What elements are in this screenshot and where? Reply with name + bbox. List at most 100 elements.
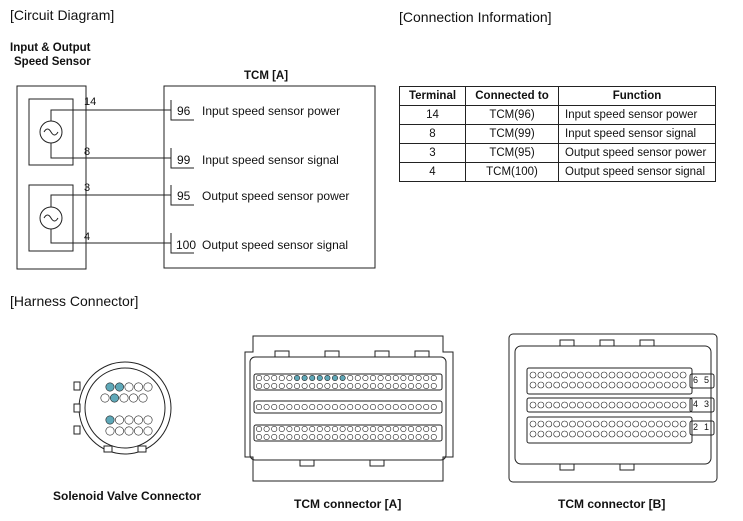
- tcm-b-pin: [569, 401, 576, 409]
- solenoid-pin: [124, 382, 134, 392]
- tcm-bracket-95: [170, 185, 194, 206]
- tcm-a-pin: [286, 425, 293, 432]
- tcm-a-pin: [430, 382, 437, 389]
- tcm-a-pin: [369, 403, 376, 410]
- tcm-b-pin: [616, 371, 624, 379]
- tcm-a-pin: [407, 374, 414, 381]
- tcm-b-pin: [545, 371, 553, 379]
- tcm-b-pin: [663, 371, 671, 379]
- tcm-a-pin: [385, 403, 392, 410]
- tcm-b-pin: [632, 420, 640, 428]
- tcm-b-pin: [648, 420, 655, 428]
- tcm-b-side-pin: 2: [693, 422, 699, 432]
- tcm-a-pin: [377, 374, 384, 381]
- solenoid-tab: [103, 445, 113, 453]
- tcm-a-pin: [347, 382, 354, 389]
- tcm-b-pin: [561, 371, 568, 379]
- tcm-b-pin: [656, 430, 663, 438]
- tcm-a-pin: [271, 382, 278, 389]
- tcm-a-pin: [415, 374, 422, 381]
- tcm-a-pin: [385, 425, 392, 432]
- tcm-a-pin: [400, 425, 407, 432]
- tcm-a-pin: [278, 382, 285, 389]
- tcm-a-pin: [316, 382, 323, 389]
- wire-14: [50, 109, 171, 121]
- solenoid-tab: [137, 445, 147, 453]
- tcm-a-pin: [309, 433, 316, 440]
- solenoid-pin: [110, 393, 120, 403]
- tcm-a-pin: [316, 374, 323, 381]
- tcm-a-pin: [331, 403, 338, 410]
- tcm-a-pin: [263, 403, 270, 410]
- solenoid-pin: [134, 415, 144, 425]
- tcm-b-pin: [537, 401, 545, 409]
- tcm-bracket-100: [170, 233, 194, 254]
- tcm-a-pin: [301, 382, 308, 389]
- tcm-a-row-top: [253, 373, 443, 391]
- solenoid-pin: [134, 382, 144, 392]
- tcm-b-pin: [656, 401, 663, 409]
- tcm-b-pin: [553, 371, 561, 379]
- wire-4: [50, 229, 171, 244]
- tcm-b-pin: [679, 371, 687, 379]
- tcm-a-pin: [415, 382, 422, 389]
- tcm-b-pin: [529, 420, 537, 428]
- tcm-b-pin: [648, 381, 655, 389]
- tcm-a-pin: [278, 403, 285, 410]
- tcm-pin-99: 99: [177, 153, 191, 167]
- tcm-a-pin: [324, 374, 331, 381]
- tcm-b-pin: [671, 420, 679, 428]
- tcm-a-pin: [278, 433, 285, 440]
- tcm-a-connector-caption: TCM connector [A]: [294, 497, 402, 511]
- tcm-a-pin: [301, 433, 308, 440]
- wire-3: [50, 194, 171, 207]
- sensor-title-line2: Speed Sensor: [14, 56, 91, 68]
- tcm-b-pin: [584, 381, 592, 389]
- circuit-diagram-heading: [Circuit Diagram]: [10, 7, 115, 23]
- tcm-b-row-mid: [526, 397, 693, 413]
- tcm-a-pin: [415, 403, 422, 410]
- tcm-b-pin: [632, 401, 640, 409]
- tcm-b-pin: [640, 381, 647, 389]
- table-row: 3 TCM(95) Output speed sensor power: [399, 143, 716, 163]
- solenoid-inner-ring: [84, 367, 166, 449]
- tcm-a-pin: [339, 425, 346, 432]
- tcm-b-pin: [577, 401, 584, 409]
- tcm-a-pin: [347, 403, 354, 410]
- tcm-a-pin: [407, 382, 414, 389]
- tcm-b-pin: [577, 420, 584, 428]
- sensor-pin-8: 8: [84, 146, 91, 158]
- tcm-b-pin: [545, 420, 553, 428]
- tcm-a-pin: [309, 425, 316, 432]
- tcm-a-pin: [362, 433, 369, 440]
- input-sensor-box: [28, 98, 74, 166]
- table-cell-connected: TCM(99): [465, 124, 559, 144]
- tcm-b-pin: [671, 381, 679, 389]
- tcm-a-inner: [249, 356, 447, 461]
- tcm-b-pin: [632, 371, 640, 379]
- tcm-a-pin: [255, 403, 262, 410]
- sensor-pin-4: 4: [84, 231, 91, 243]
- tcm-a-pin: [255, 425, 262, 432]
- solenoid-pin: [124, 426, 134, 436]
- tcm-b-pin: [600, 430, 608, 438]
- tcm-a-pin: [331, 374, 338, 381]
- tcm-b-pin: [656, 420, 663, 428]
- tcm-pin-100: 100: [176, 238, 197, 252]
- tcm-bracket-96: [170, 100, 194, 121]
- tcm-b-connector-caption: TCM connector [B]: [558, 497, 666, 511]
- solenoid-pin: [138, 393, 148, 403]
- solenoid-connector-caption: Solenoid Valve Connector: [53, 489, 202, 503]
- tcm-b-pin: [679, 401, 687, 409]
- solenoid-tab: [73, 381, 81, 391]
- tcm-a-pin: [347, 425, 354, 432]
- tcm-b-pin: [577, 430, 584, 438]
- tcm-b-pin: [561, 420, 568, 428]
- tcm-b-pin: [679, 430, 687, 438]
- tcm-a-pin: [369, 374, 376, 381]
- tcm-b-pin: [537, 371, 545, 379]
- tcm-b-pin: [584, 371, 592, 379]
- solenoid-pin: [105, 382, 115, 392]
